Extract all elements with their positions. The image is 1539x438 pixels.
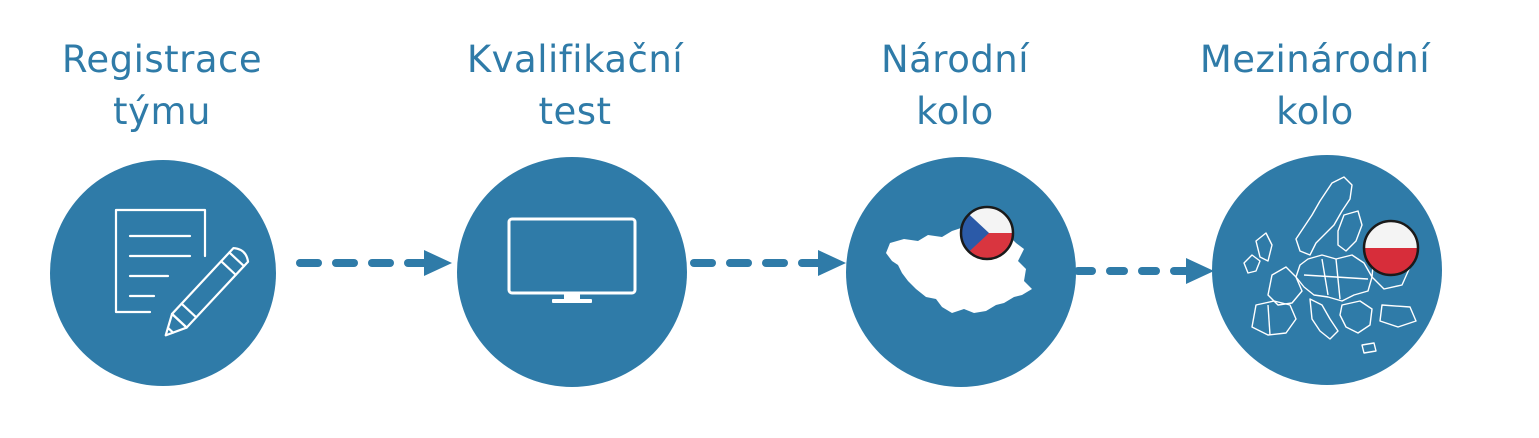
step-2-circle <box>457 157 687 387</box>
step-1-title: Registrace týmu <box>32 34 292 138</box>
step-4-title-line2: kolo <box>1276 90 1354 133</box>
flow-arrow-2 <box>690 250 846 276</box>
document-pencil-icon <box>114 208 250 337</box>
monitor-icon <box>507 217 637 303</box>
step-3-title: Národní kolo <box>830 34 1080 138</box>
step-2-title-line1: Kvalifikační <box>466 38 684 81</box>
step-4-title: Mezinárodní kolo <box>1180 34 1450 138</box>
poland-flag-icon <box>1362 219 1420 277</box>
step-4-title-line1: Mezinárodní <box>1199 38 1431 81</box>
step-3-title-line2: kolo <box>916 90 994 133</box>
step-4-circle <box>1212 155 1442 385</box>
europe-map-icon <box>1243 176 1435 362</box>
czech-flag-icon <box>959 205 1015 261</box>
step-2-title-line2: test <box>538 90 612 133</box>
step-3-circle <box>846 157 1076 387</box>
czech-map-icon <box>886 227 1032 313</box>
flow-arrow-3 <box>1074 258 1214 284</box>
step-1-circle <box>50 160 276 386</box>
step-3-title-line1: Národní <box>880 38 1030 81</box>
step-1-title-line2: týmu <box>113 90 211 133</box>
step-2-title: Kvalifikační test <box>430 34 720 138</box>
step-1-title-line1: Registrace <box>61 38 263 81</box>
flow-arrow-1 <box>296 250 452 276</box>
